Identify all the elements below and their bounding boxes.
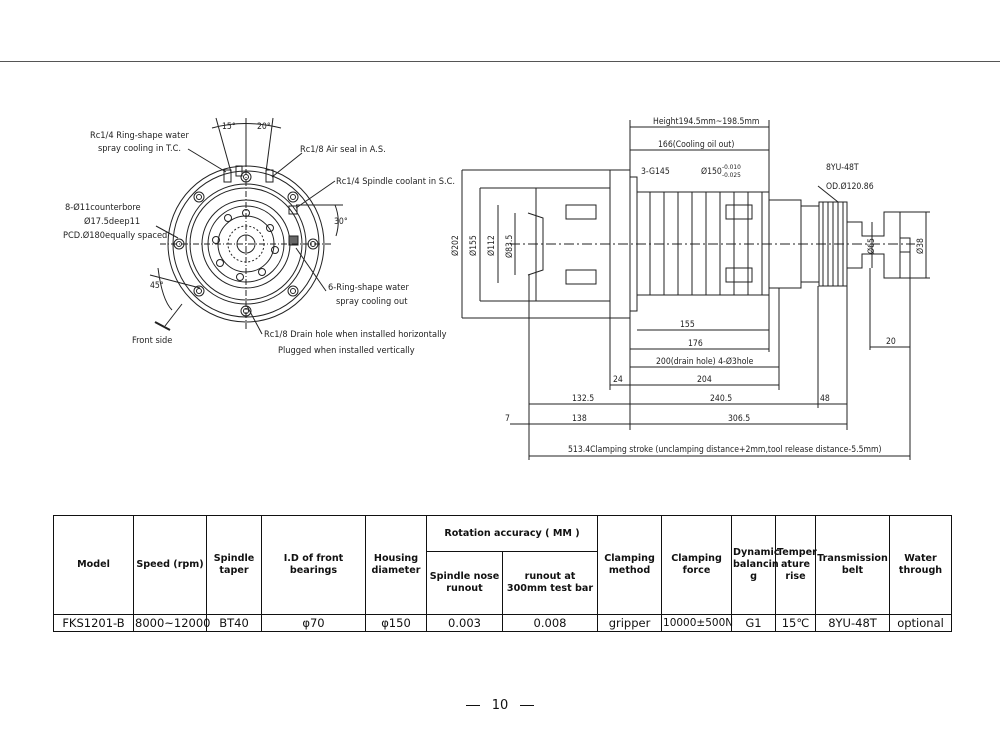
- dim-cooling-oil: 166(Cooling oil out): [658, 140, 734, 150]
- dim-240: 240.5: [710, 394, 732, 404]
- dim-phi150: Ø150: [701, 166, 722, 177]
- dim-d65: Ø65: [866, 238, 877, 254]
- label-ring-water-1: Rc1/4 Ring-shape water: [90, 130, 189, 141]
- dim-belt-od: OD.Ø120.86: [826, 181, 874, 192]
- header-temp: Temper ature rise: [775, 515, 817, 615]
- dim-138: 138: [572, 414, 587, 424]
- cell-clamp-method: gripper: [597, 614, 663, 632]
- dim-belt: 8YU-48T: [826, 163, 859, 173]
- dim-d112: Ø112: [486, 235, 497, 256]
- page-dash-left: [465, 705, 480, 706]
- dim-d202: Ø202: [450, 235, 461, 256]
- header-speed: Speed (rpm): [133, 515, 207, 615]
- dim-d83: Ø83.5: [504, 235, 515, 258]
- cell-taper: BT40: [206, 614, 262, 632]
- cell-nose-runout: 0.003: [426, 614, 503, 632]
- header-clamp-force: Clamping force: [661, 515, 733, 615]
- angle-20: 20°: [257, 122, 271, 132]
- angle-30: 30°: [334, 217, 348, 227]
- table-row: FKS1201-B 8000~12000 BT40 φ70 φ150 0.003…: [53, 614, 953, 632]
- header-nose-runout: Spindle nose runout: [426, 551, 503, 615]
- dim-d155: Ø155: [468, 235, 479, 256]
- header-accuracy: Rotation accuracy ( MM ): [425, 515, 599, 552]
- header-taper: Spindle taper: [206, 515, 262, 615]
- label-counterbore-3: PCD.Ø180equally spaced: [63, 230, 167, 241]
- cell-speed: 8000~12000: [133, 614, 211, 632]
- dim-132: 132.5: [572, 394, 594, 404]
- header-runout300: runout at 300mm test bar: [501, 551, 599, 615]
- top-rule: [0, 61, 1000, 62]
- label-six-ring-1: 6-Ring-shape water: [328, 282, 409, 293]
- dim-176: 176: [688, 339, 703, 349]
- header-water: Water through: [889, 515, 953, 615]
- header-clamp-method: Clamping method: [597, 515, 663, 615]
- dim-513: 513.4Clamping stroke (unclamping distanc…: [568, 445, 882, 455]
- page-dash-right: [520, 705, 535, 706]
- label-front-side: Front side: [132, 335, 172, 346]
- dim-306: 306.5: [728, 414, 750, 424]
- dim-200: 200(drain hole) 4-Ø3hole: [656, 356, 754, 367]
- header-housing: Housing diameter: [365, 515, 427, 615]
- page-number: 10: [0, 698, 1000, 713]
- spec-table: Model Speed (rpm) Spindle taper I.D of f…: [53, 515, 953, 632]
- label-ring-water-2: spray cooling in T.C.: [98, 143, 181, 154]
- dim-7: 7: [505, 414, 510, 424]
- dim-tol-lower: -0.025: [722, 171, 741, 179]
- cell-water: optional: [889, 614, 953, 632]
- dim-24: 24: [613, 375, 623, 385]
- dim-155: 155: [680, 320, 695, 330]
- cell-housing: φ150: [365, 614, 427, 632]
- dim-tol-upper: -0.010: [722, 163, 741, 171]
- label-counterbore-1: 8-Ø11counterbore: [65, 202, 141, 213]
- header-balancing: Dynamic balancin g: [731, 515, 780, 615]
- dim-d38: Ø38: [915, 238, 926, 254]
- cell-bearing: φ70: [261, 614, 366, 632]
- label-six-ring-2: spray cooling out: [336, 296, 408, 307]
- angle-15: 15°: [222, 122, 236, 132]
- label-drain-1: Rc1/8 Drain hole when installed horizont…: [264, 329, 447, 340]
- dim-20: 20: [886, 337, 896, 347]
- page-number-text: 10: [491, 698, 509, 713]
- cell-clamp-force: 10000±500N: [661, 614, 733, 632]
- header-belt: Transmission belt: [815, 515, 891, 615]
- dim-g145: 3-G145: [641, 167, 670, 177]
- cell-temp: 15℃: [775, 614, 817, 632]
- label-counterbore-2: Ø17.5deep11: [84, 216, 140, 227]
- label-air-seal: Rc1/8 Air seal in A.S.: [300, 144, 386, 155]
- header-bearing: I.D of front bearings: [261, 515, 366, 615]
- header-model: Model: [53, 515, 134, 615]
- label-spindle-coolant: Rc1/4 Spindle coolant in S.C.: [336, 176, 455, 187]
- cell-runout300: 0.008: [501, 614, 599, 632]
- cell-balancing: G1: [731, 614, 777, 632]
- label-drain-2: Plugged when installed vertically: [278, 345, 415, 356]
- dim-height: Height194.5mm~198.5mm: [653, 117, 759, 127]
- cell-belt: 8YU-48T: [815, 614, 891, 632]
- cell-model: FKS1201-B: [53, 614, 134, 632]
- angle-45: 45°: [150, 281, 164, 291]
- dim-204: 204: [697, 375, 712, 385]
- dim-48: 48: [820, 394, 830, 404]
